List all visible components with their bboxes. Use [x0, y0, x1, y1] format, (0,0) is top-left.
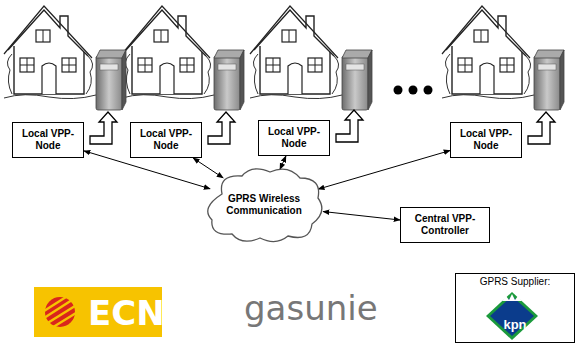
connector-arrow: [323, 212, 400, 221]
connector-arrow: [280, 156, 286, 169]
node-text: Local VPP-Node: [17, 128, 79, 152]
controller-box: Central VPP-Controller: [400, 207, 490, 243]
logo-text: kpn: [456, 317, 574, 332]
local-node-box: Local VPP-Node: [12, 122, 84, 158]
node-text: Local VPP-Node: [263, 126, 325, 150]
gprs-cloud: GPRS Wireless Communication: [200, 164, 328, 246]
house-icons: [4, 6, 534, 99]
gasunie-logo-text: gasunie: [244, 288, 378, 328]
local-node-box: Local VPP-Node: [258, 120, 330, 156]
connector-arrow: [318, 151, 450, 190]
ellipsis-dots: [394, 86, 433, 95]
kpn-logo: [486, 292, 538, 340]
node-text: Local VPP-Node: [455, 128, 517, 152]
node-text: Local VPP-Node: [135, 128, 197, 152]
node-text: Central VPP-Controller: [405, 213, 485, 237]
local-node-box: Local VPP-Node: [130, 122, 202, 158]
boiler-icons: [96, 50, 564, 110]
ecn-logo-text: ECN: [88, 293, 165, 333]
node-text: GPRS Supplier:: [480, 276, 551, 287]
supplier-box: GPRS Supplier: kpn: [455, 273, 575, 343]
local-node-box: Local VPP-Node: [450, 122, 522, 158]
connector-arrow: [193, 158, 223, 178]
node-text: GPRS Wireless Communication: [226, 193, 302, 217]
